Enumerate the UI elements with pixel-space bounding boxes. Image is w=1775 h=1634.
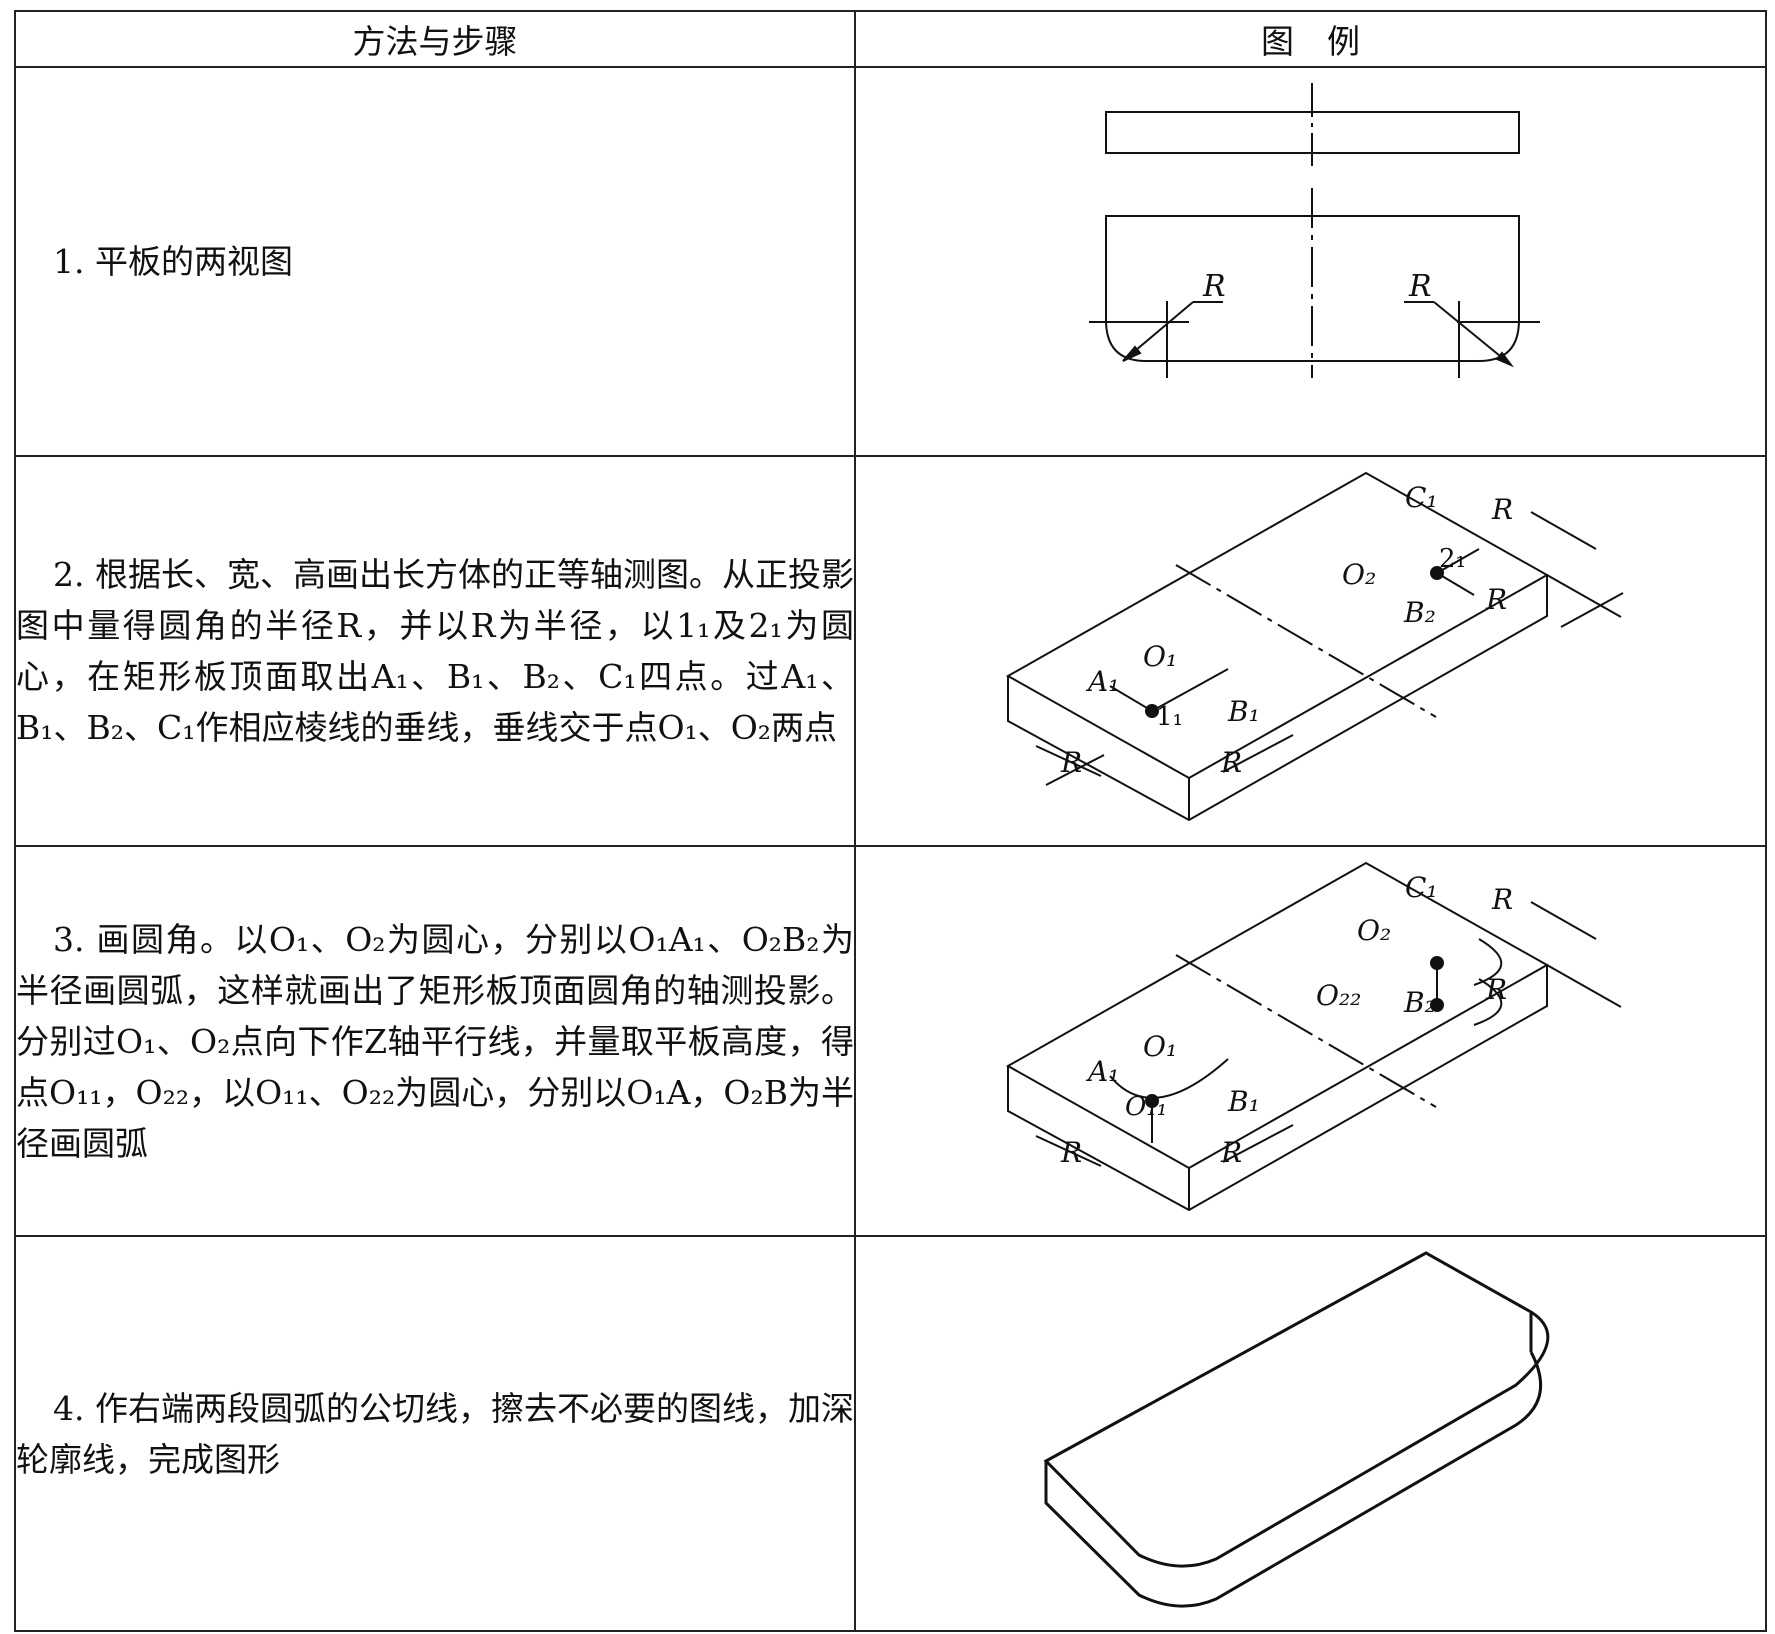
step-2-figure: O₁ A₁ 1₁ B₁ C₁ 2₁ O₂ B₂ R R R R — [854, 455, 1767, 847]
label-C1: C₁ — [1405, 481, 1438, 514]
svg-text:B₁: B₁ — [1227, 1085, 1260, 1118]
arc-O22 — [1473, 978, 1503, 1026]
svg-text:C₁: C₁ — [1405, 871, 1438, 904]
header-figure: 图 例 — [854, 10, 1767, 68]
label-O11: O₁₁ — [1125, 1092, 1167, 1122]
two-view-drawing: R R — [1089, 83, 1540, 378]
front-view-outline — [1105, 215, 1520, 362]
label-A1: A₁ — [1085, 665, 1119, 698]
method-table: 方法与步骤 图 例 1. 平板的两视图 R R — [14, 10, 1767, 1632]
top-face-3 — [1005, 861, 1550, 1170]
step-1-text: 1. 平板的两视图 — [14, 66, 856, 457]
arc-O1 — [1109, 1058, 1229, 1099]
finished-plate — [1043, 1251, 1550, 1608]
label-B2: B₂ — [1403, 596, 1436, 629]
top-face — [1005, 471, 1550, 780]
svg-text:O₁: O₁ — [1143, 1030, 1177, 1063]
label-1-1: 1₁ — [1156, 702, 1183, 732]
finished-side — [1044, 1351, 1543, 1608]
right-arrowhead — [1495, 351, 1515, 368]
point-O2-3 — [1430, 956, 1444, 970]
right-radius-leader — [1433, 301, 1512, 366]
step-4-text: 4. 作右端两段圆弧的公切线，擦去不必要的图线，加深轮廓线，完成图形 — [14, 1235, 856, 1632]
step-1-figure: R R — [854, 66, 1767, 457]
step-3-text: 3. 画圆角。以O₁、O₂为圆心，分别以O₁A₁、O₂B₂为半径画圆弧，这样就画… — [14, 845, 856, 1237]
svg-text:R: R — [1060, 1136, 1082, 1169]
isometric-step-2: O₁ A₁ 1₁ B₁ C₁ 2₁ O₂ B₂ R R R R — [1005, 471, 1624, 822]
isometric-step-3: O₁ A₁ O₁₁ B₁ C₁ O₂ O₂₂ B₂ R R R R — [1005, 861, 1622, 1212]
point-O1 — [1145, 704, 1159, 718]
finished-top-face — [1043, 1251, 1550, 1568]
label-B1: B₁ — [1227, 695, 1260, 728]
svg-text:R: R — [1491, 493, 1513, 526]
step-2-text: 2. 根据长、宽、高画出长方体的正等轴测图。从正投影图中量得圆角的半径R，并以R… — [14, 455, 856, 847]
svg-text:R: R — [1491, 883, 1513, 916]
label-R-left: R — [1202, 269, 1226, 304]
label-O22: O₂₂ — [1316, 979, 1361, 1012]
label-O1: O₁ — [1143, 640, 1177, 673]
svg-text:R: R — [1485, 973, 1507, 1006]
label-2-1: 2₁ — [1439, 544, 1466, 574]
point-O1-3 — [1145, 1094, 1159, 1108]
iso-centerline — [1175, 564, 1437, 718]
left-arrowhead — [1122, 345, 1142, 362]
point-O2 — [1430, 566, 1444, 580]
svg-text:B₂: B₂ — [1403, 986, 1436, 1019]
svg-text:R: R — [1220, 1136, 1242, 1169]
header-method: 方法与步骤 — [14, 10, 856, 68]
step-3-figure: O₁ A₁ O₁₁ B₁ C₁ O₂ O₂₂ B₂ R R R R — [854, 845, 1767, 1237]
svg-text:R: R — [1220, 746, 1242, 779]
svg-text:A₁: A₁ — [1085, 1055, 1119, 1088]
svg-text:R: R — [1060, 746, 1082, 779]
label-R-right: R — [1408, 269, 1432, 304]
point-O22 — [1430, 998, 1444, 1012]
label-O2: O₂ — [1342, 558, 1376, 591]
svg-text:O₂: O₂ — [1357, 914, 1391, 947]
step-4-figure — [854, 1235, 1767, 1632]
svg-text:R: R — [1485, 583, 1507, 616]
